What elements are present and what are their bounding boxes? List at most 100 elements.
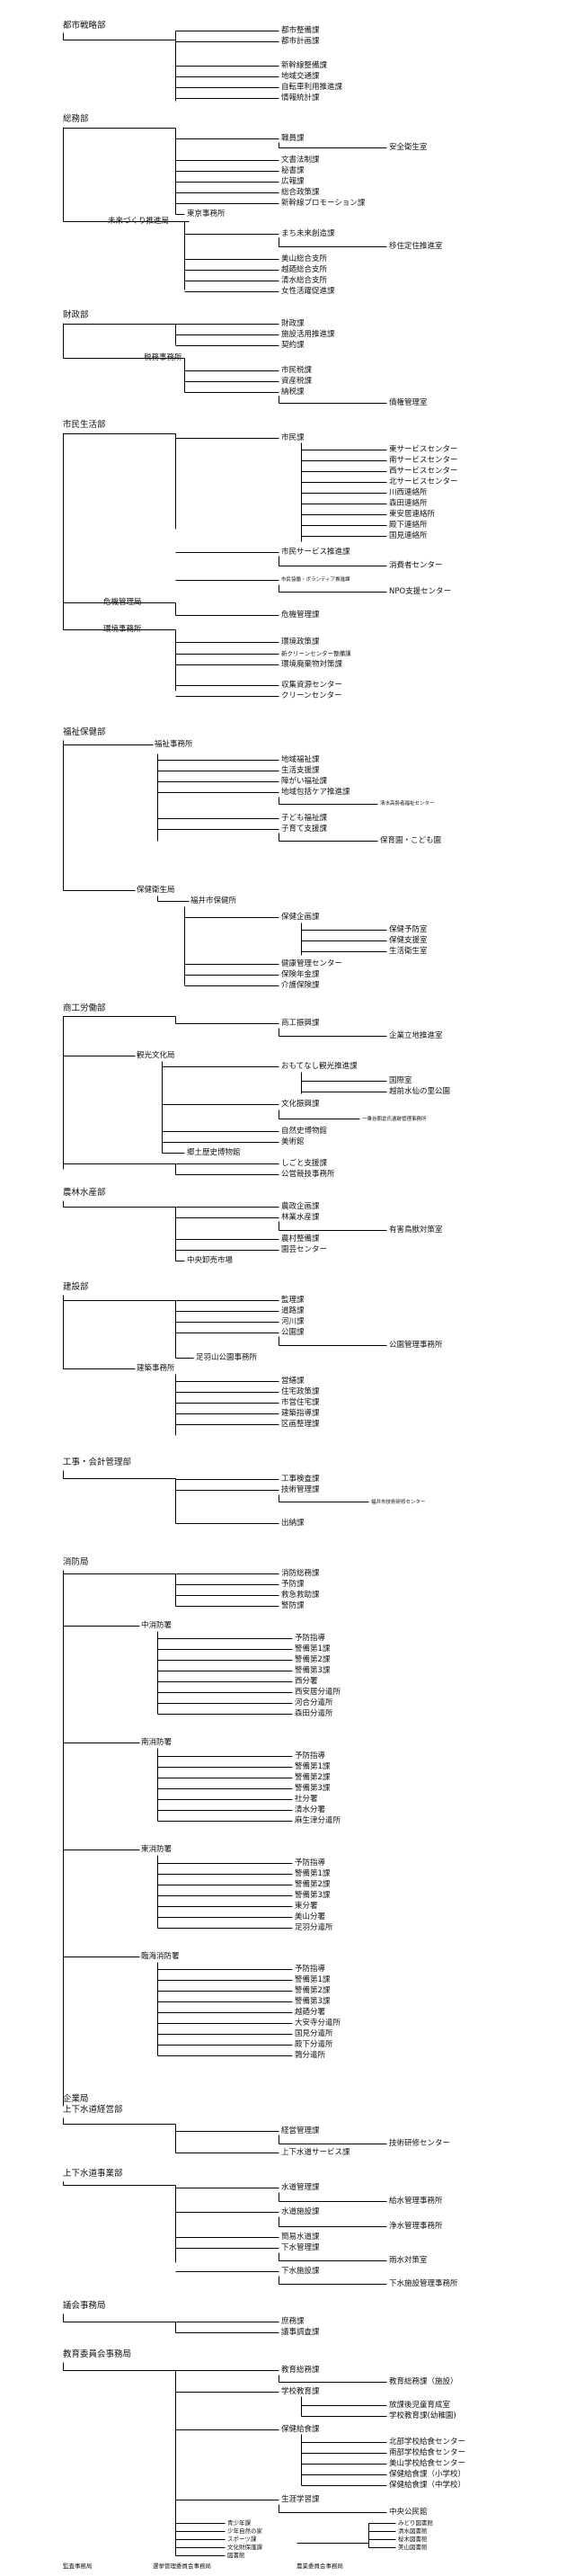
department-label: 教育委員会事務局 [63,2349,132,2359]
section-label: 西分署 [295,1677,318,1686]
section-label: 青少年課 [227,2519,251,2527]
section-label: スポーツ課 [227,2536,257,2543]
section-label: 桜木図書館 [398,2536,428,2543]
section-label: 警備第1課 [295,1975,331,1984]
section-label: 西サービスセンター [389,467,458,476]
section-label: 保健予防室 [389,925,428,934]
section-label: 東京事務所 [187,209,226,218]
section-label: 有害鳥獣対策室 [389,1226,443,1235]
section-label: 文化振興課 [281,1100,320,1109]
section-label: 女性活躍促進課 [281,287,335,296]
section-label: 警備第3課 [295,1997,331,2006]
section-label: 越廼分署 [295,2008,326,2017]
section-label: 出納課 [281,1519,305,1528]
section-label: 移住定住推進室 [389,242,443,251]
section-label: 美山分署 [295,1912,326,1921]
section-label: 清水総合支所 [281,276,328,285]
section-label: 経営管理課 [281,2126,320,2135]
section-label: 保健給食課 [281,2425,320,2434]
department-label: 財政部 [63,310,89,320]
section-label: 税務事務所 [144,353,182,362]
section-label: 足羽分遣所 [295,1923,333,1932]
section-label: 浄水管理事務所 [389,2222,443,2231]
section-label: 東分署 [295,1902,318,1911]
section-label: 保険年金課 [281,970,320,979]
section-label: 清水図書館 [398,2527,428,2535]
section-label: 福井市保健所 [190,896,237,905]
section-label: 公園管理事務所 [389,1341,443,1350]
section-label: 国際室 [389,1076,412,1085]
section-label: まち未来創造課 [281,229,335,238]
agency-label: 選挙管理委員会事務局 [153,2563,211,2570]
section-label: 河合分遣所 [295,1698,333,1707]
section-label: 生活衛生室 [389,947,428,956]
section-label: 学校教育課 [281,2387,320,2396]
section-label: 西安居分遣所 [295,1688,341,1697]
section-label: 企業立地推進室 [389,1031,443,1040]
department-label: 消防局 [63,1557,89,1567]
section-label: 図書館 [227,2552,245,2559]
section-label: 大安寺分遣所 [295,2019,341,2028]
section-label: 保健給食課（小学校） [389,2470,466,2479]
section-label: 上下水道サービス課 [281,2148,350,2157]
section-label: 自転車利用推進課 [281,83,343,92]
section-label: 簡易水道課 [281,2233,320,2242]
section-label: 保育園・こども園 [380,836,442,845]
section-label: 建築指導課 [281,1409,320,1418]
section-label: 公園課 [281,1328,305,1337]
section-label: 契約課 [281,341,305,350]
section-label: 住宅政策課 [281,1387,320,1396]
section-label: 美山学校給食センター [389,2459,466,2468]
section-label: 地域包括ケア推進課 [281,788,350,797]
station-label: 中消防署 [141,1621,173,1630]
section-label: 北部学校給食センター [389,2438,466,2447]
section-label: 収集資源センター [281,681,343,690]
section-label: 新クリーンセンター整備課 [281,650,351,657]
section-label: 保健企画課 [281,913,320,922]
section-label: 下水管理課 [281,2243,320,2252]
section-label: 市民課 [281,433,305,442]
section-label: 美山図書館 [398,2544,428,2551]
section-label: 下水施設管理事務所 [389,2279,458,2288]
section-label: 保健給食課（中学校） [389,2481,466,2490]
section-label: 保健衛生局 [137,886,175,895]
section-label: 殿下分遣所 [295,2040,333,2049]
section-label: 警備第1課 [295,1762,331,1771]
section-label: 南サービスセンター [389,456,458,465]
department-label: 農林水産部 [63,1188,106,1198]
section-label: 公営競技事務所 [281,1170,335,1179]
section-label: 市民サービス推進課 [281,548,350,557]
section-label: 市民協働・ボランティア推進課 [281,577,350,583]
department-label: 議会事務局 [63,2301,106,2311]
section-label: NPO支援センター [389,587,452,596]
department-label: 福祉保健部 [63,727,106,737]
section-label: 健康管理センター [281,959,343,968]
section-label: 教育総務課（施設） [389,2377,458,2386]
section-label: 美山総合支所 [281,254,328,263]
section-label: 消費者センター [389,561,443,570]
department-label: 工事・会計管理部 [63,1457,132,1467]
section-label: 国見分遣所 [295,2029,333,2038]
section-label: 郷土歴史博物館 [187,1148,241,1157]
section-label: 水道管理課 [281,2183,320,2192]
section-label: 北サービスセンター [389,477,458,486]
section-label: 保健支援室 [389,936,428,945]
section-label: 市民税課 [281,366,313,375]
section-label: 農政企画課 [281,1202,320,1211]
section-label: 社分署 [295,1795,318,1804]
section-label: 教育総務課 [281,2366,320,2375]
section-label: 中央公民館 [389,2508,428,2517]
section-label: 鶉分遣所 [295,2051,326,2060]
section-label: 広報課 [281,177,305,186]
section-label: 林業水産課 [281,1213,320,1222]
section-label: 警備第1課 [295,1645,331,1653]
section-label: 少年自然の家 [227,2527,262,2535]
section-label: 工事検査課 [281,1475,320,1484]
section-label: 中央卸売市場 [187,1256,234,1265]
section-label: 警備第3課 [295,1666,331,1675]
section-label: 水道施設課 [281,2207,320,2216]
section-label: 債権管理室 [389,398,428,407]
section-label: 営繕課 [281,1377,305,1386]
section-label: 下水施設課 [281,2267,320,2276]
section-label: 放課後児童育成室 [389,2401,451,2410]
